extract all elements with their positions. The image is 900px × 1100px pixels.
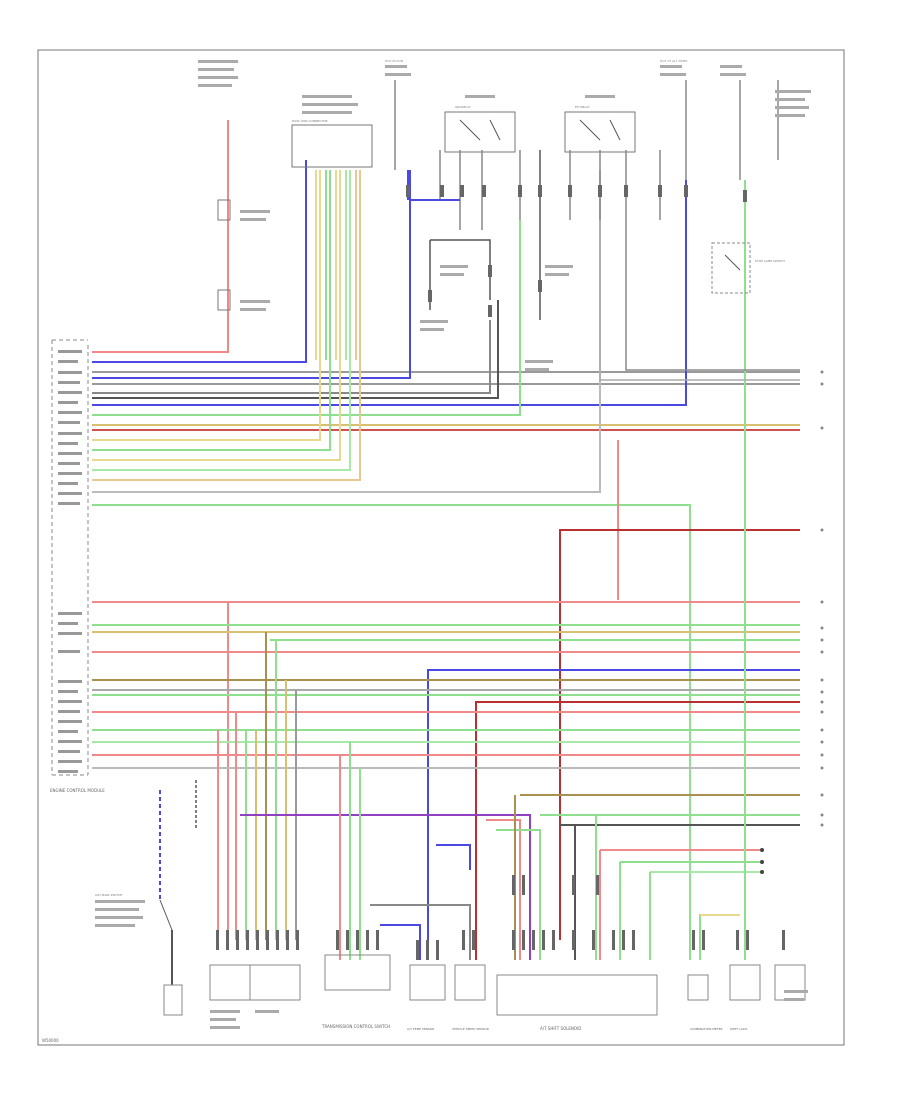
dlc-pins (305, 170, 357, 360)
top-connector-ticks (406, 185, 747, 317)
data-link-label: DATA LINK CONNECTOR (292, 119, 328, 123)
wire-green-4 (92, 504, 691, 960)
tr-sensor-label: A/T TEMP SENSOR (407, 1027, 434, 1031)
wire-gray-3 (92, 320, 491, 394)
connector-solenoid (496, 974, 658, 1016)
overdrive-label: O/D MAIN SWITCH (95, 893, 122, 897)
stop-lamp-switch: STOP LAMP SWITCH (711, 242, 785, 294)
stop-lamp-label: STOP LAMP SWITCH (755, 259, 785, 263)
shift-lock-label: SHIFT LOCK (730, 1027, 749, 1031)
wire-green-3 (92, 170, 351, 471)
vss-label: VEHICLE SPEED SENSOR (452, 1027, 489, 1031)
tcs-label: TRANSMISSION CONTROL SWITCH (321, 1024, 390, 1029)
diagram-border (37, 49, 845, 1046)
wire-blue-4 (427, 669, 800, 960)
combination-meter-label: COMBINATION METER (690, 1027, 723, 1031)
footer-code: W50000 (42, 1038, 59, 1043)
ign-relay: IGN RELAY (444, 95, 516, 153)
ign-relay-label: IGN RELAY (455, 105, 471, 109)
connector-9 (774, 964, 806, 1001)
connector-5 (454, 964, 486, 1001)
bottom-pin-ticks (216, 875, 785, 960)
wire-dark-red-2 (475, 701, 800, 960)
hot-in-run-label-2: HOT AT ALL TIMES (660, 59, 688, 63)
wire-yellow-4 (92, 170, 361, 481)
wire-blue-1 (92, 160, 307, 363)
fuse-top-left (198, 60, 270, 311)
connector-4 (409, 964, 446, 1001)
bottom-connectors (209, 954, 806, 1016)
wire-red-1 (92, 300, 229, 353)
wire-green-2 (92, 170, 331, 451)
data-link-connector: DATA LINK CONNECTOR (291, 95, 373, 168)
top-labels (385, 65, 811, 371)
vertical-bundles (217, 180, 746, 960)
efi-relay: EFI RELAY (564, 95, 636, 153)
wire-green-1 (92, 220, 521, 416)
connector-8 (729, 964, 761, 1001)
top-feeds (394, 80, 800, 381)
connector-7 (687, 974, 709, 1001)
bottom-label-stubs (210, 990, 808, 1029)
ecm-wires (92, 160, 800, 960)
connector-2 (249, 964, 301, 1001)
wire-yellow-2 (92, 170, 321, 441)
wire-blue-2 (92, 170, 411, 379)
right-terminals (760, 370, 824, 874)
hot-in-run-label-1: HOT IN RUN (385, 59, 403, 63)
connector-tcs (324, 954, 391, 991)
shift-solenoid-label: A/T SHIFT SOLENOID (540, 1026, 581, 1031)
ecm-label: ENGINE CONTROL MODULE (50, 788, 105, 793)
wire-blue-3 (92, 180, 687, 406)
ecm-pin-labels (58, 350, 82, 773)
overdrive-switch: O/D MAIN SWITCH (95, 780, 197, 1016)
efi-relay-label: EFI RELAY (575, 105, 590, 109)
connector-1 (209, 964, 251, 1001)
ecm-block: ENGINE CONTROL MODULE (50, 339, 105, 793)
wire-dark-gray-1 (92, 300, 499, 399)
wire-yellow-3 (92, 170, 341, 461)
wire-dark-red-1 (559, 529, 800, 940)
